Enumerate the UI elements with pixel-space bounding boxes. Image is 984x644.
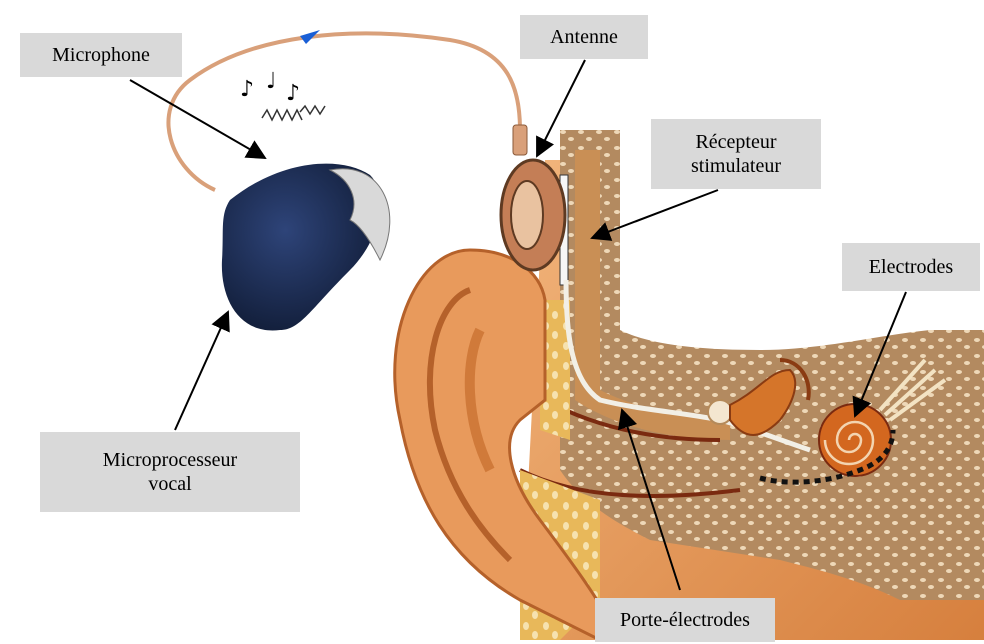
label-recepteur-stimulateur: Récepteur stimulateur — [651, 119, 821, 189]
sound-notes-icon: ♪ ♩ ♪ — [240, 69, 300, 106]
head-anatomy — [520, 130, 984, 640]
speech-processor — [222, 164, 390, 331]
svg-text:♩: ♩ — [266, 69, 276, 94]
label-microphone: Microphone — [20, 33, 182, 77]
sound-waves-icon — [262, 106, 325, 120]
label-microprocesseur-vocal: Microprocesseur vocal — [40, 432, 300, 512]
label-electrodes: Electrodes — [842, 243, 980, 291]
antenna-coil — [501, 125, 565, 270]
svg-text:♪: ♪ — [286, 81, 300, 106]
label-porte-electrodes: Porte-électrodes — [595, 598, 775, 642]
label-antenne: Antenne — [520, 15, 648, 59]
svg-text:♪: ♪ — [240, 77, 254, 102]
